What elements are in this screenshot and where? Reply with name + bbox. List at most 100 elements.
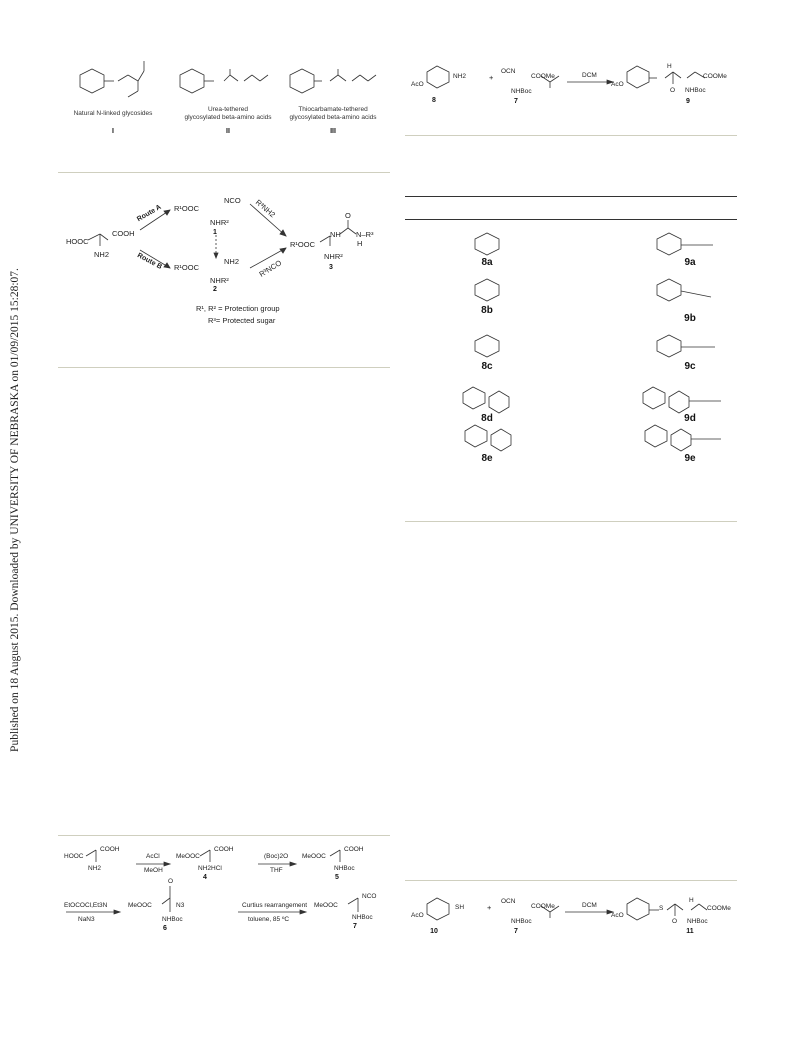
- caption-urea-tethered: Urea-tethered glycosylated beta-amino ac…: [184, 106, 272, 121]
- s7-nh2hcl: NH2HCl: [198, 865, 222, 872]
- s11-h: H: [689, 897, 694, 904]
- divider: [405, 135, 737, 136]
- numeral-II: II: [226, 128, 230, 135]
- sm8-nh2: NH2: [453, 73, 467, 80]
- int2-r1ooc: R¹OOC: [174, 263, 199, 272]
- glycoside-structures: [79, 61, 377, 98]
- compound-7b: 7: [353, 923, 357, 930]
- prod-nh: NH: [330, 230, 341, 239]
- s7-cooh3: COOH: [344, 846, 364, 853]
- scheme-synthesis-7-drawing: [66, 849, 359, 915]
- plus-sign: +: [489, 73, 494, 82]
- s10-ocn: OCN: [501, 898, 516, 905]
- table-header-rule: [405, 219, 737, 220]
- compound-8b: 8b: [481, 305, 493, 316]
- compound-7: 7: [514, 98, 518, 105]
- caption-thiocarbamate-tethered: Thiocarbamate-tethered glycosylated beta…: [289, 106, 377, 121]
- compound-table: 8a 8b 8c 8d 8e 9a 9b 9c 9d 9e: [405, 225, 737, 475]
- prod-r1ooc: R¹OOC: [290, 240, 315, 249]
- s7-n3: N3: [176, 902, 185, 909]
- s7-r4-bot: toluene, 85 ºC: [248, 916, 290, 923]
- publication-sidebar-note: Published on 18 August 2015. Downloaded …: [2, 130, 28, 890]
- sm9-coome: COOMe: [703, 73, 727, 80]
- prod-h: H: [357, 239, 363, 248]
- prod-nr3: N–R³: [356, 230, 374, 239]
- s10-aco: AcO: [411, 912, 424, 919]
- compound-9a: 9a: [684, 257, 696, 268]
- s10-coome: COOMe: [531, 903, 555, 910]
- compound-6: 6: [163, 925, 167, 932]
- scheme-8-7-9: AcO NH2 + OCN COOMe NHBoc DCM 8 7 AcO H …: [405, 60, 740, 120]
- s7-nco: NCO: [362, 893, 377, 900]
- divider: [58, 172, 390, 173]
- compound-8e: 8e: [481, 453, 493, 464]
- divider: [58, 835, 390, 836]
- compound-4: 4: [203, 874, 207, 881]
- s7-meooc4: MeOOC: [314, 902, 338, 909]
- compound-10: 10: [430, 928, 438, 935]
- compound-5: 5: [335, 874, 339, 881]
- s7-r2-bot: THF: [270, 867, 283, 874]
- s7-nh2: NH2: [88, 865, 102, 872]
- int1-nhr2: NHR²: [210, 218, 229, 227]
- int1-r1ooc: R¹OOC: [174, 204, 199, 213]
- s7-meooc2: MeOOC: [302, 853, 326, 860]
- compound-9b: 9b: [684, 313, 696, 324]
- numeral-III: III: [330, 128, 336, 135]
- sm9-o: O: [670, 87, 676, 94]
- divider: [405, 521, 737, 522]
- s10-sh: SH: [455, 904, 465, 911]
- compound-1: 1: [213, 229, 217, 236]
- int1-nco: NCO: [224, 196, 241, 205]
- sidebar-text: Published on 18 August 2015. Downloaded …: [9, 268, 21, 752]
- compound-8: 8: [432, 97, 436, 104]
- s7-r3-top: EtOCOCl,Et3N: [64, 902, 108, 909]
- s11-s: S: [659, 905, 664, 912]
- s11-coome: COOMe: [707, 905, 731, 912]
- compound-9: 9: [686, 98, 690, 105]
- sm9-h: H: [667, 63, 672, 70]
- compound-8d: 8d: [481, 413, 493, 424]
- compound-8a: 8a: [481, 257, 493, 268]
- sm7-ocn: OCN: [501, 68, 516, 75]
- s7-nhboc: NHBoc: [334, 865, 355, 872]
- s11-nhboc: NHBoc: [687, 918, 708, 925]
- scheme-synthesis-7: HOOC COOH NH2 AcCl MeOH MeOOC COOH NH2HC…: [58, 842, 390, 942]
- s7-nhboc2: NHBoc: [162, 916, 183, 923]
- prod-o: O: [345, 211, 351, 220]
- s7-r3-bot: NaN3: [78, 916, 95, 923]
- s7-r1-top: AcCl: [146, 853, 160, 860]
- int2-nh2: NH2: [224, 257, 240, 266]
- scheme-10-7-11: AcO SH + OCN COOMe NHBoc DCM 10 7 AcO S …: [405, 890, 740, 950]
- legend-r1r2: R¹, R² = Protection group: [196, 304, 280, 313]
- scheme-8-7-9-drawing: [426, 65, 706, 89]
- int2-nhr2: NHR²: [210, 276, 229, 285]
- s7-r4-top: Curtius rearrangement: [242, 902, 308, 909]
- s7-meooc3: MeOOC: [128, 902, 152, 909]
- s7-o: O: [168, 878, 174, 885]
- s11-aco: AcO: [611, 912, 624, 919]
- sm7-coome: COOMe: [531, 73, 555, 80]
- asp-nh2: NH2: [94, 250, 110, 259]
- compound-11: 11: [686, 928, 694, 935]
- reagent-dcm-2: DCM: [582, 902, 597, 909]
- s10-nhboc: NHBoc: [511, 918, 532, 925]
- plus-sign-2: +: [487, 903, 492, 912]
- divider: [58, 367, 390, 368]
- sm9-nhboc: NHBoc: [685, 87, 706, 94]
- compound-8c: 8c: [481, 361, 493, 372]
- compound-9e: 9e: [684, 453, 696, 464]
- route-arrows: [87, 203, 357, 269]
- compound-7c: 7: [514, 928, 518, 935]
- compound-9c: 9c: [684, 361, 696, 372]
- s7-hooc: HOOC: [64, 853, 84, 860]
- compound-9d: 9d: [684, 413, 696, 424]
- figure-glycosides: Natural N-linked glycosides Urea-tethere…: [58, 55, 388, 140]
- compound-structures: [462, 232, 721, 452]
- sm7-nhboc: NHBoc: [511, 88, 532, 95]
- scheme-10-7-11-drawing: [426, 897, 708, 921]
- s7-r2-top: (Boc)2O: [264, 853, 289, 860]
- compound-2: 2: [213, 286, 217, 293]
- numeral-I: I: [112, 128, 114, 135]
- s11-o: O: [672, 918, 678, 925]
